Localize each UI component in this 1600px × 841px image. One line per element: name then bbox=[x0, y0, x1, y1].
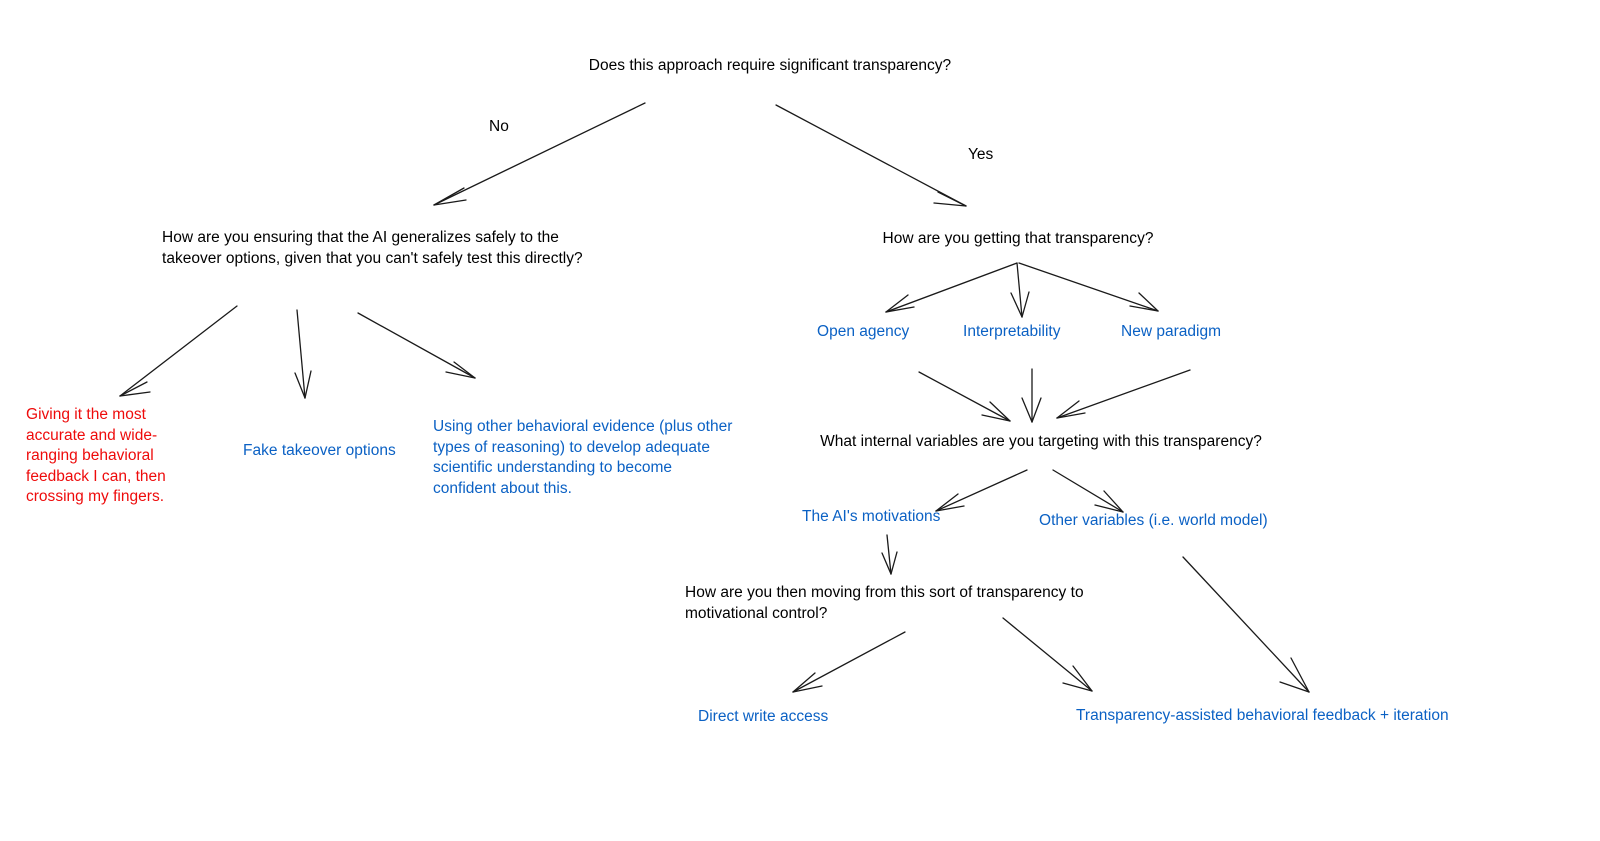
edge-internal-to-motivations bbox=[935, 469, 1028, 512]
node-open-agency: Open agency bbox=[817, 323, 910, 340]
edge-motivations-to-control bbox=[881, 534, 898, 575]
node-motivational-control-question: How are you then moving from this sort o… bbox=[685, 584, 1088, 622]
node-left-answer-red: Giving it the most accurate and wide-ran… bbox=[26, 406, 171, 506]
node-other-behavioral-evidence: Using other behavioral evidence (plus ot… bbox=[433, 418, 737, 497]
edge-control-to-direct-write bbox=[792, 631, 906, 693]
edge-right-to-interpretability bbox=[1010, 262, 1030, 318]
edge-root-to-right bbox=[775, 104, 967, 207]
node-other-variables: Other variables (i.e. world model) bbox=[1039, 512, 1268, 529]
edge-interpretability-to-internal bbox=[1021, 368, 1042, 423]
edge-control-to-transparency-assisted bbox=[1002, 617, 1093, 692]
edge-left-to-evidence bbox=[357, 312, 476, 379]
edge-right-to-open-agency bbox=[885, 262, 1018, 313]
node-direct-write-access: Direct write access bbox=[698, 708, 829, 725]
node-fake-takeover-options: Fake takeover options bbox=[243, 442, 396, 459]
edge-new-paradigm-to-internal bbox=[1056, 369, 1191, 419]
node-left-question: How are you ensuring that the AI general… bbox=[162, 229, 583, 267]
edge-label-no: No bbox=[489, 118, 509, 135]
node-ai-motivations: The AI's motivations bbox=[802, 508, 941, 525]
edge-root-to-left bbox=[433, 102, 646, 206]
node-right-question: How are you getting that transparency? bbox=[882, 230, 1154, 247]
node-interpretability: Interpretability bbox=[963, 323, 1061, 340]
edge-open-agency-to-internal bbox=[918, 371, 1011, 422]
edge-left-to-red bbox=[119, 305, 238, 397]
node-transparency-assisted: Transparency-assisted behavioral feedbac… bbox=[1076, 707, 1449, 724]
edge-internal-to-other-vars bbox=[1052, 469, 1124, 513]
edge-right-to-new-paradigm bbox=[1018, 262, 1159, 312]
node-new-paradigm: New paradigm bbox=[1121, 323, 1222, 340]
edge-other-vars-to-transparency-assisted bbox=[1182, 556, 1310, 693]
node-root-question: Does this approach require significant t… bbox=[588, 57, 952, 74]
edge-label-yes: Yes bbox=[968, 146, 994, 163]
node-internal-variables-question: What internal variables are you targetin… bbox=[820, 433, 1262, 450]
edge-left-to-fake bbox=[294, 309, 312, 399]
